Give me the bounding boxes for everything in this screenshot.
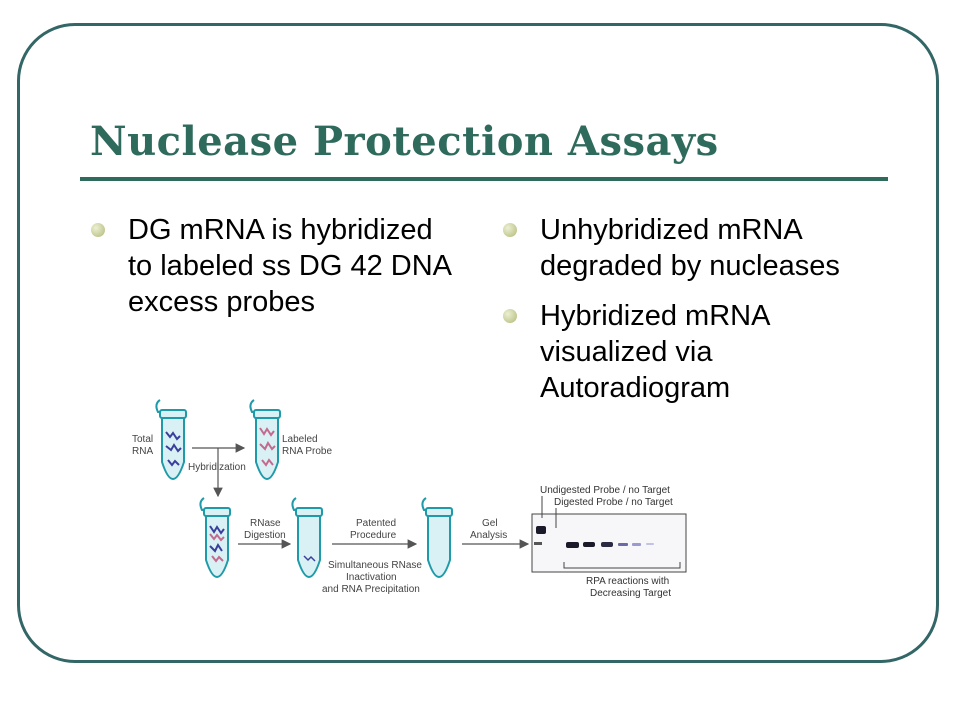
label-simultaneous: Simultaneous RNase — [328, 560, 422, 571]
label-rpa-reactions: RPA reactions with — [586, 576, 669, 587]
bullet-text: Hybridized mRNA visualized via Autoradio… — [540, 300, 769, 404]
rpa-bracket — [563, 562, 681, 569]
bullet-item: DG mRNA is hybridized to labeled ss DG 4… — [90, 212, 460, 320]
tube-labeled-probe-icon — [249, 399, 281, 480]
title-underline — [80, 177, 888, 181]
label-rna: RNA — [132, 446, 153, 457]
left-bullet-list: DG mRNA is hybridized to labeled ss DG 4… — [90, 212, 460, 334]
bullet-dot-icon — [503, 223, 517, 237]
gel-band — [601, 542, 613, 547]
slide-frame — [17, 23, 939, 663]
label-total: Total — [132, 434, 153, 445]
label-precipitation: and RNA Precipitation — [322, 584, 420, 595]
label-rna-probe: RNA Probe — [282, 446, 332, 457]
bullet-text: Unhybridized mRNA degraded by nucleases — [540, 214, 840, 282]
label-procedure: Procedure — [350, 530, 397, 541]
bullet-dot-icon — [503, 309, 517, 323]
label-hybridization: Hybridization — [188, 462, 246, 473]
label-analysis: Analysis — [470, 530, 507, 541]
gel-band — [566, 542, 579, 548]
tube-hybridized-icon — [199, 497, 231, 578]
bullet-item: Unhybridized mRNA degraded by nucleases — [502, 212, 882, 284]
bullet-text: DG mRNA is hybridized to labeled ss DG 4… — [128, 214, 451, 318]
gel-band — [618, 543, 628, 546]
tube-total-rna-icon — [155, 399, 187, 480]
gel-band — [632, 543, 641, 546]
slide-title: Nuclease Protection Assays — [90, 118, 719, 165]
gel-autoradiogram — [531, 513, 687, 573]
label-patented: Patented — [356, 518, 396, 529]
bullet-dot-icon — [91, 223, 105, 237]
bullet-item: Hybridized mRNA visualized via Autoradio… — [502, 298, 882, 406]
label-inactivation: Inactivation — [346, 572, 397, 583]
tube-digested-icon — [291, 497, 323, 578]
right-bullet-list: Unhybridized mRNA degraded by nucleases … — [502, 212, 882, 420]
gel-band — [536, 526, 546, 534]
gel-band — [534, 542, 542, 545]
rpa-workflow-diagram: Total RNA Hybridization Labeled RNA Prob… — [132, 399, 687, 599]
gel-band — [583, 542, 595, 547]
label-rnase: RNase — [250, 518, 281, 529]
label-gel: Gel — [482, 518, 498, 529]
tube-precipitated-icon — [421, 497, 453, 578]
label-digested: Digested Probe / no Target — [554, 497, 673, 508]
label-decreasing-target: Decreasing Target — [590, 588, 671, 599]
label-digestion: Digestion — [244, 530, 286, 541]
label-undigested: Undigested Probe / no Target — [540, 485, 670, 496]
label-labeled: Labeled — [282, 434, 318, 445]
gel-band — [646, 543, 654, 545]
